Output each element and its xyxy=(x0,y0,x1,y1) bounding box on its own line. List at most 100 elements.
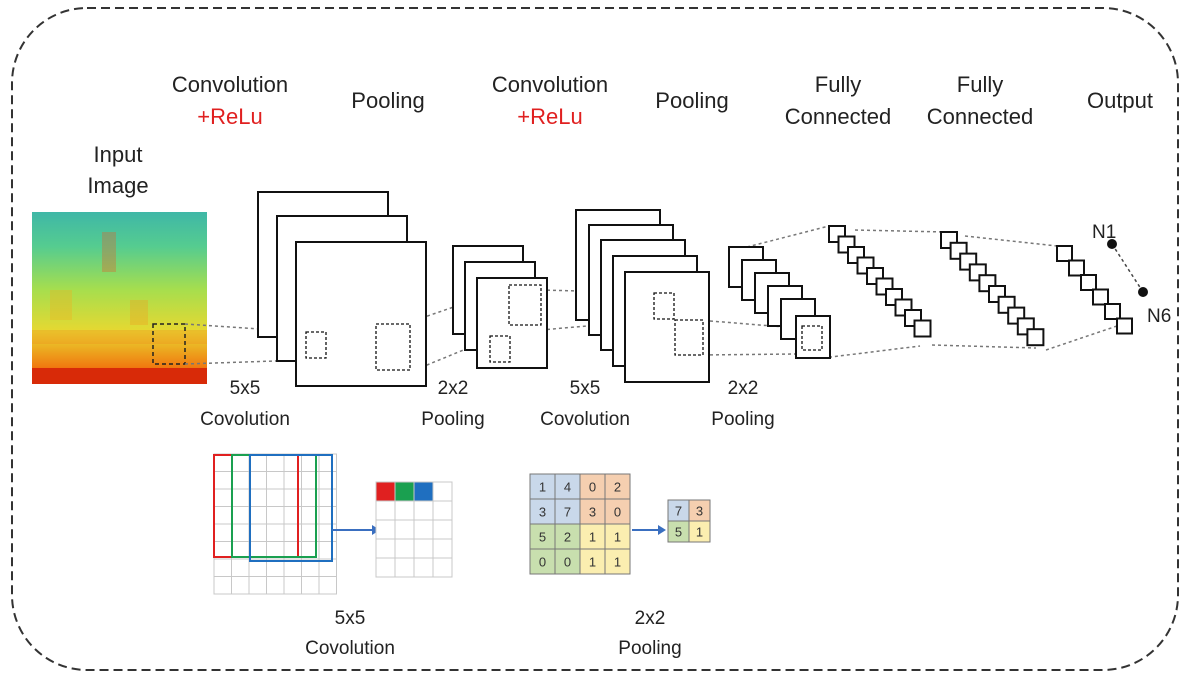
conv2-relu-label: +ReLu xyxy=(517,104,582,129)
output-cell xyxy=(413,557,434,578)
pool-input-value: 1 xyxy=(614,530,621,545)
pool-input-value: 1 xyxy=(589,530,596,545)
grid-cell xyxy=(301,576,320,595)
conv-example-output-grid xyxy=(375,481,453,578)
pool-input-value: 0 xyxy=(614,505,621,520)
grid-cell xyxy=(213,488,232,507)
pool-example-caption-size: 2x2 xyxy=(635,608,666,629)
fc2-neuron-stack xyxy=(940,231,1045,347)
fc2-title-line2: Connected xyxy=(927,104,1033,129)
output-cell xyxy=(375,500,396,521)
grid-cell xyxy=(248,576,267,595)
output-cell xyxy=(432,557,453,578)
grid-cell xyxy=(231,576,250,595)
pool2-feature-maps xyxy=(728,246,831,359)
conv2-op-name: Covolution xyxy=(540,409,630,430)
output-label-n6: N6 xyxy=(1147,306,1171,327)
grid-cell xyxy=(318,453,337,472)
output-cell xyxy=(413,519,434,540)
grid-cell xyxy=(318,471,337,490)
operation-labels: 5x5 Covolution 2x2 Pooling 5x5 Covolutio… xyxy=(200,378,775,430)
fc1-neuron-stack xyxy=(828,225,932,338)
pool-input-value: 1 xyxy=(614,555,621,570)
pool-output-value: 3 xyxy=(696,504,703,519)
grid-cell xyxy=(213,523,232,542)
kernel-blue-window xyxy=(249,454,333,562)
grid-cell xyxy=(231,558,250,577)
grid-cell xyxy=(318,506,337,525)
input-spectrogram xyxy=(32,212,207,384)
pool-input-value: 1 xyxy=(589,555,596,570)
grid-cell xyxy=(231,488,250,507)
pool-input-value: 7 xyxy=(564,505,571,520)
pool-input-value: 2 xyxy=(614,480,621,495)
neuron-square xyxy=(1116,317,1133,335)
grid-cell xyxy=(248,488,267,507)
fc1-title-line2: Connected xyxy=(785,104,891,129)
grid-cell xyxy=(213,558,232,577)
pool2-title: Pooling xyxy=(655,88,728,113)
pool2-op-size: 2x2 xyxy=(728,378,759,399)
output-cell xyxy=(432,519,453,540)
conv1-op-size: 5x5 xyxy=(230,378,261,399)
grid-cell xyxy=(266,506,285,525)
output-title: Output xyxy=(1087,88,1153,113)
grid-cell xyxy=(266,488,285,507)
neuron-square xyxy=(1080,274,1097,291)
pool1-title: Pooling xyxy=(351,88,424,113)
connector-lines xyxy=(184,225,1118,373)
grid-cell xyxy=(248,523,267,542)
output-node-n1 xyxy=(1107,239,1117,249)
output-node-n6 xyxy=(1138,287,1148,297)
fc2-title-line1: Fully xyxy=(957,72,1003,97)
stage-titles: Input Image Convolution +ReLu Pooling Co… xyxy=(87,72,1153,198)
pool-input-cell xyxy=(579,523,606,550)
pool-input-value: 5 xyxy=(539,530,546,545)
output-cell xyxy=(375,481,396,502)
output-cell xyxy=(375,557,396,578)
neuron-square xyxy=(1104,303,1121,320)
input-image-title-line1: Input xyxy=(94,142,143,167)
pool-input-cell xyxy=(579,473,606,500)
pool-input-value: 1 xyxy=(539,480,546,495)
pool-input-value: 0 xyxy=(564,555,571,570)
neuron-square xyxy=(1068,259,1085,277)
conv1-title: Convolution xyxy=(172,72,288,97)
pool-input-value: 0 xyxy=(589,480,596,495)
conv-example-caption-size: 5x5 xyxy=(335,608,366,629)
pool-input-value: 3 xyxy=(589,505,596,520)
pool-example-caption-name: Pooling xyxy=(618,638,681,659)
grid-cell xyxy=(248,453,267,472)
neuron-square xyxy=(1056,245,1073,262)
grid-cell xyxy=(283,576,302,595)
grid-cell xyxy=(213,471,232,490)
pool-input-value: 2 xyxy=(564,530,571,545)
pool1-op-name: Pooling xyxy=(421,409,484,430)
conv1-feature-maps xyxy=(257,191,427,387)
convolution-example: 5x5 Covolution xyxy=(213,453,453,659)
input-image-title-line2: Image xyxy=(87,173,148,198)
output-cell xyxy=(413,500,434,521)
grid-cell xyxy=(318,523,337,542)
grid-cell xyxy=(231,506,250,525)
grid-cell xyxy=(248,506,267,525)
output-neuron-stack xyxy=(1056,245,1133,335)
grid-cell xyxy=(213,576,232,595)
pool-input-value: 4 xyxy=(564,480,571,495)
grid-cell xyxy=(266,471,285,490)
output-cell xyxy=(413,481,434,502)
conv1-op-name: Covolution xyxy=(200,409,290,430)
pool-input-cell xyxy=(604,548,631,575)
pool-output-cell xyxy=(688,520,711,543)
grid-cell xyxy=(318,541,337,560)
output-cell xyxy=(413,538,434,559)
pool-input-cell xyxy=(604,523,631,550)
pool-output-value: 1 xyxy=(696,525,703,540)
conv-example-caption-name: Covolution xyxy=(305,638,395,659)
fc1-title-line1: Fully xyxy=(815,72,861,97)
output-cell xyxy=(432,538,453,559)
conv2-op-size: 5x5 xyxy=(570,378,601,399)
